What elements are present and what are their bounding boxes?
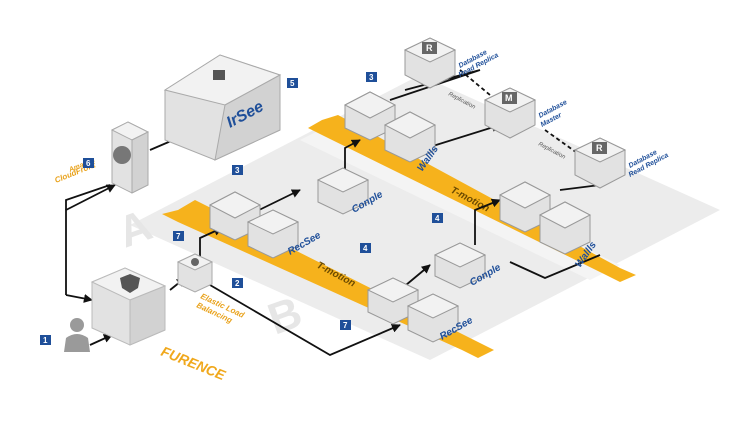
svg-text:2: 2 xyxy=(235,279,240,288)
server-recsee-bottom-1 xyxy=(366,277,420,325)
line-user-to-gateway xyxy=(89,334,113,346)
svg-text:4: 4 xyxy=(435,214,440,223)
badge-5: 5 xyxy=(287,78,298,88)
line-elb-to-recsee-bottom xyxy=(209,284,401,357)
line-user-to-furence xyxy=(65,294,93,303)
svg-text:7: 7 xyxy=(343,321,348,330)
badge-1: 1 xyxy=(40,335,51,345)
server-recsee-bottom-2 xyxy=(406,293,460,343)
irsee-icon xyxy=(213,70,225,80)
badge-7-top: 7 xyxy=(173,231,184,241)
badge-3-top: 3 xyxy=(366,72,377,82)
server-walls-top-1 xyxy=(343,91,397,141)
svg-text:4: 4 xyxy=(363,244,368,253)
elb-icon xyxy=(191,258,199,266)
badge-4-bottom: 4 xyxy=(360,243,371,253)
server-conple-top xyxy=(316,167,370,215)
line-conple-to-walls-2 xyxy=(474,198,501,245)
svg-text:7: 7 xyxy=(176,232,181,241)
svg-text:M: M xyxy=(505,93,513,103)
svg-text:5: 5 xyxy=(290,79,295,88)
line-edge-to-cloudfront xyxy=(65,184,111,210)
database-read-replica-1: R xyxy=(403,37,457,89)
elastic-load-balancer xyxy=(176,253,214,293)
badge-6: 6 xyxy=(83,158,94,168)
svg-text:3: 3 xyxy=(235,166,240,175)
line-bottom-walls-link xyxy=(509,254,601,279)
server-recsee-top-2 xyxy=(246,209,300,259)
svg-text:R: R xyxy=(596,143,603,153)
svg-text:3: 3 xyxy=(369,73,374,82)
badge-7-bottom: 7 xyxy=(340,320,351,330)
cloudfront-icon xyxy=(113,146,131,164)
line-conple-to-walls-1 xyxy=(344,139,361,175)
availability-zone-floor xyxy=(130,75,720,360)
svg-text:1: 1 xyxy=(43,336,48,345)
server-conple-bottom xyxy=(433,242,487,289)
furence-label: FURENCE xyxy=(159,343,228,383)
badge-4-top: 4 xyxy=(432,213,443,223)
user-icon xyxy=(64,318,90,352)
server-walls-top-2 xyxy=(383,111,437,163)
shield-icon xyxy=(120,274,140,293)
badge-3-bottom: 3 xyxy=(232,165,243,175)
database-master: M xyxy=(483,87,537,139)
database-read-replica-2: R xyxy=(573,137,627,189)
badge-2: 2 xyxy=(232,278,243,288)
server-walls-bottom-2 xyxy=(538,201,592,255)
zone-a-label: A xyxy=(112,200,159,257)
server-walls-bottom-1 xyxy=(498,181,552,233)
svg-text:6: 6 xyxy=(86,159,91,168)
line-master-to-replica-2 xyxy=(544,129,581,156)
line-elb-to-recsee-top xyxy=(199,227,223,262)
line-recsee-to-conple-1 xyxy=(254,189,301,213)
svg-text:R: R xyxy=(426,43,433,53)
